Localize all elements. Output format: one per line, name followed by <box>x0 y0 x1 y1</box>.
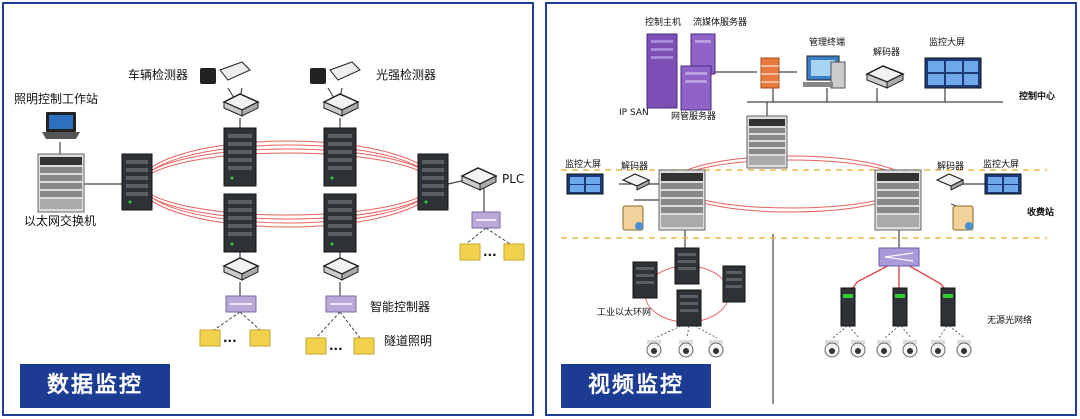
data-monitoring-title: 数据监控 <box>20 364 170 408</box>
core-switch-icon <box>874 169 922 231</box>
nms-server-label: 网管服务器 <box>671 112 717 122</box>
ellipsis-label: ··· <box>483 248 497 262</box>
decoder-icon <box>865 65 905 89</box>
ellipsis-label: ··· <box>223 334 237 348</box>
lamp-icon <box>459 243 481 261</box>
core-switch-icon <box>746 115 788 169</box>
tunnel-lighting-label: 隧道照明 <box>384 334 433 348</box>
management-terminal-icon <box>803 55 846 89</box>
dome-camera-icon <box>902 340 918 358</box>
storage-server-icon <box>952 205 974 231</box>
streaming-server-label: 流媒体服务器 <box>693 18 748 28</box>
control-center-label: 控制中心 <box>1019 92 1056 102</box>
data-monitoring-panel: 照明控制工作站 以太网交换机 车辆检测器 光强检测器 PLC 智能控制器 隧道照… <box>2 2 534 416</box>
monitor-wall-icon <box>924 57 982 89</box>
industrial-switch-icon <box>223 193 257 253</box>
onu-device-icon <box>840 287 856 327</box>
core-switch-icon <box>658 169 706 231</box>
firewall-icon <box>760 57 780 89</box>
management-terminal-label: 管理终端 <box>809 38 846 48</box>
dome-camera-icon <box>824 340 840 358</box>
ellipsis-label: ··· <box>329 342 343 356</box>
dome-camera-icon <box>850 340 866 358</box>
dome-camera-icon <box>708 340 724 358</box>
camera-links <box>654 325 966 339</box>
onu-device-icon <box>892 287 908 327</box>
monitor-wall-label: 监控大屏 <box>983 160 1020 170</box>
decoder-label: 解码器 <box>873 48 901 58</box>
passive-optical-network-label: 无源光网络 <box>987 316 1033 326</box>
control-host-icon <box>646 33 678 109</box>
decoder-icon <box>621 173 651 191</box>
media-converter-icon <box>222 257 260 281</box>
light-detector-label: 光强检测器 <box>376 68 437 82</box>
video-monitoring-panel: 控制主机 流媒体服务器 IP SAN 网管服务器 管理终端 解码器 监控大屏 控… <box>545 2 1077 416</box>
storage-server-icon <box>622 205 644 231</box>
industrial-switch-icon <box>632 261 658 299</box>
lamp-icon <box>353 337 375 355</box>
industrial-switch-icon <box>722 265 746 303</box>
dome-camera-icon <box>646 340 662 358</box>
ip-san-label: IP SAN <box>619 108 649 118</box>
toll-station-label: 收费站 <box>1027 208 1055 218</box>
dome-camera-icon <box>678 340 694 358</box>
industrial-switch-icon <box>323 193 357 253</box>
vehicle-detector-label: 车辆检测器 <box>128 68 189 82</box>
laptop-icon <box>42 112 80 139</box>
dome-camera-icon <box>930 340 946 358</box>
nms-server-icon <box>680 65 712 111</box>
plc-device-icon <box>471 211 501 229</box>
monitor-wall-label: 监控大屏 <box>565 160 602 170</box>
monitor-wall-label: 监控大屏 <box>929 38 966 48</box>
video-monitoring-title: 视频监控 <box>561 364 711 408</box>
light-detector-icon <box>310 61 361 84</box>
chassis-switch-icon <box>37 153 85 213</box>
ethernet-switch-label: 以太网交换机 <box>24 214 97 228</box>
lamp-icon <box>503 243 525 261</box>
optical-splitter-icon <box>878 247 920 267</box>
controller-branch-lines <box>213 227 511 339</box>
industrial-switch-icon <box>674 247 700 285</box>
media-converter-icon <box>322 257 360 281</box>
decoder-label: 解码器 <box>621 162 649 172</box>
video-network-diagram <box>561 33 1047 404</box>
zone-separators <box>561 169 1047 239</box>
lighting-workstation-label: 照明控制工作站 <box>14 92 99 106</box>
smart-controller-icon <box>325 295 357 313</box>
industrial-switch-icon <box>417 153 449 211</box>
ethernet-ring <box>139 140 437 228</box>
plc-label: PLC <box>502 172 525 186</box>
decoder-label: 解码器 <box>937 162 965 172</box>
media-converter-icon <box>222 93 260 117</box>
data-network-diagram <box>37 61 525 355</box>
smart-controller-label: 智能控制器 <box>370 300 431 314</box>
media-converter-icon <box>322 93 360 117</box>
decoder-icon <box>935 173 965 191</box>
industrial-switch-icon <box>223 127 257 187</box>
industrial-ring-label: 工业以太环网 <box>597 308 652 318</box>
lamp-icon <box>199 329 221 347</box>
dome-camera-icon <box>956 340 972 358</box>
smart-controller-icon <box>225 295 257 313</box>
media-converter-icon <box>460 167 498 191</box>
dome-camera-icon <box>876 340 892 358</box>
industrial-switch-icon <box>121 153 153 211</box>
industrial-switch-icon <box>323 127 357 187</box>
monitor-wall-icon <box>984 173 1022 195</box>
industrial-switch-icon <box>676 289 702 327</box>
monitor-wall-icon <box>566 173 604 195</box>
lamp-icon <box>305 337 327 355</box>
vehicle-detector-icon <box>200 61 251 84</box>
control-host-label: 控制主机 <box>645 18 682 28</box>
lamp-icon <box>249 329 271 347</box>
onu-device-icon <box>940 287 956 327</box>
